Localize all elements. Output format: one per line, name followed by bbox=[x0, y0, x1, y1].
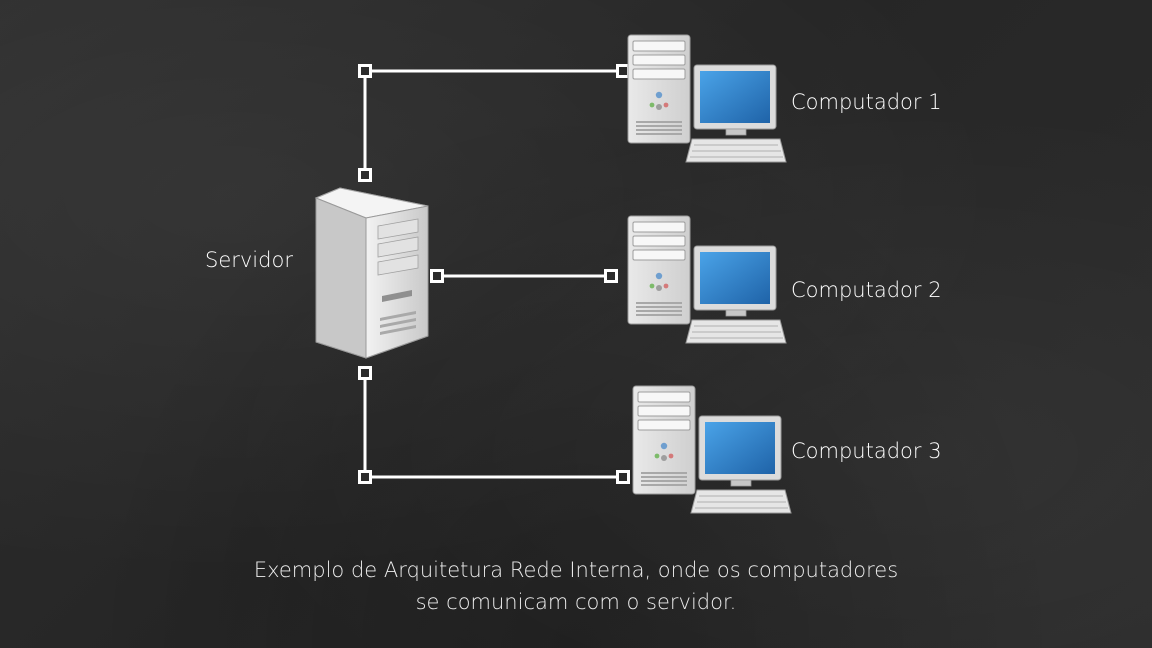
connector-nodes bbox=[358, 64, 630, 484]
caption-line-2: se comunicam com o servidor. bbox=[415, 590, 737, 614]
diagram-caption: Exemplo de Arquitetura Rede Interna, ond… bbox=[200, 554, 952, 618]
connector-node bbox=[616, 470, 630, 484]
computer-1-label: Computador 1 bbox=[791, 90, 942, 114]
connector-node bbox=[604, 269, 618, 283]
connector-node bbox=[358, 64, 372, 78]
computer-3-label: Computador 3 bbox=[791, 439, 942, 463]
link-computador-3 bbox=[363, 373, 623, 479]
caption-line-1: Exemplo de Arquitetura Rede Interna, ond… bbox=[253, 558, 899, 582]
connector-node bbox=[358, 470, 372, 484]
connector-node bbox=[358, 168, 372, 182]
connector-node bbox=[616, 64, 630, 78]
server-icon bbox=[314, 187, 429, 359]
server-label: Servidor bbox=[205, 248, 293, 272]
computer-2-label: Computador 2 bbox=[791, 278, 942, 302]
computer-1-icon bbox=[627, 34, 787, 163]
connector-node bbox=[430, 269, 444, 283]
computer-3-icon bbox=[632, 385, 792, 514]
computer-2-icon bbox=[627, 215, 787, 344]
link-computador-1 bbox=[363, 69, 623, 175]
connector-node bbox=[358, 366, 372, 380]
